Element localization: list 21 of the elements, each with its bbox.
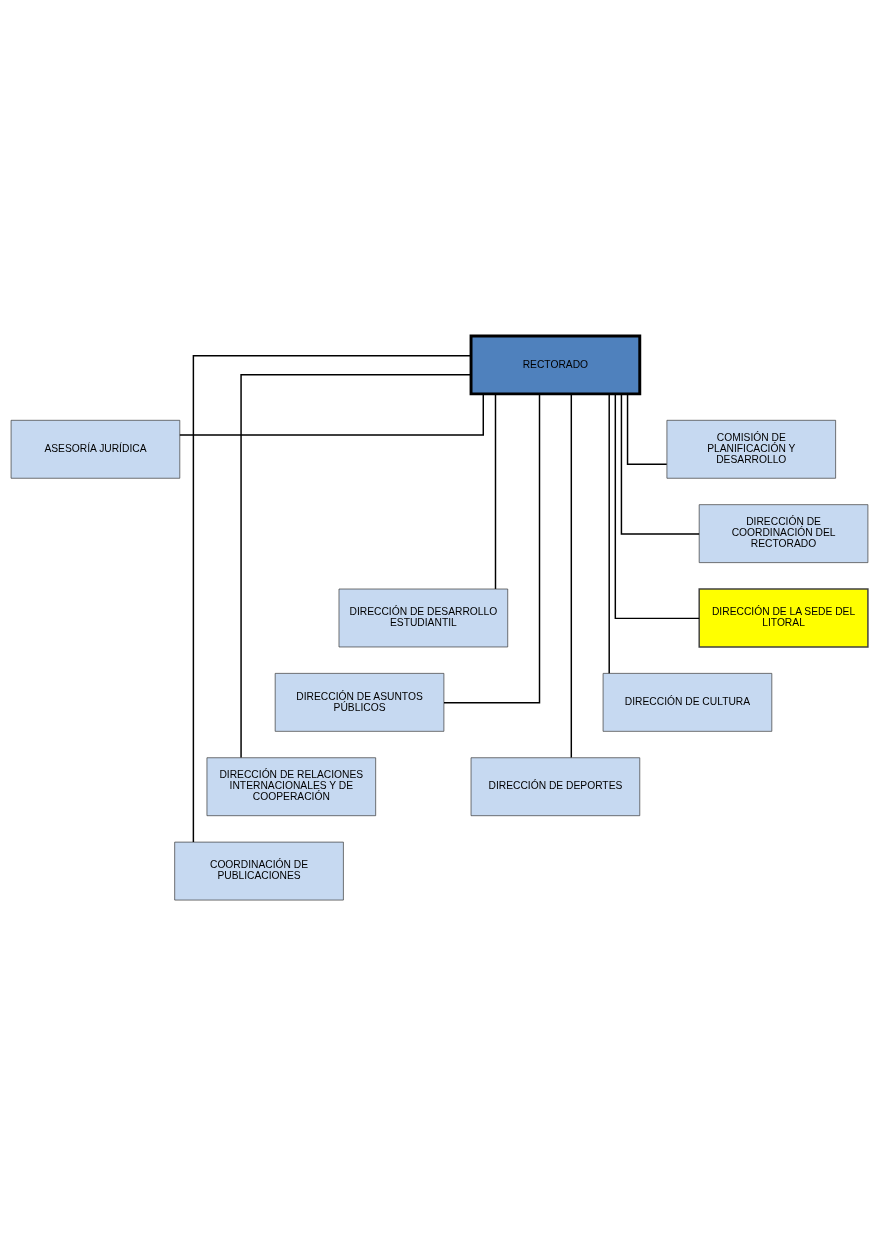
node-box: COMISIÓN DE PLANIFICACIÓN Y DESARROLLO bbox=[666, 419, 836, 479]
connector bbox=[620, 392, 700, 535]
connector bbox=[626, 392, 668, 465]
connector bbox=[240, 373, 472, 758]
node-box: COORDINACIÓN DE PUBLICACIONES bbox=[174, 841, 344, 900]
connector bbox=[614, 392, 700, 619]
connector bbox=[494, 392, 497, 590]
node-box: DIRECCIÓN DE LA SEDE DEL LITORAL bbox=[698, 587, 869, 648]
connector bbox=[570, 392, 573, 758]
node-box: RECTORADO bbox=[469, 333, 642, 395]
connector bbox=[179, 392, 484, 436]
node-box: DIRECCIÓN DE DEPORTES bbox=[470, 756, 641, 816]
node-box: DIRECCIÓN DE CULTURA bbox=[602, 672, 773, 732]
node-box: DIRECCIÓN DE DESARROLLO ESTUDIANTIL bbox=[338, 588, 509, 647]
connector bbox=[608, 392, 610, 674]
connector bbox=[443, 392, 541, 703]
node-box: DIRECCIÓN DE COORDINACIÓN DEL RECTORADO bbox=[698, 503, 869, 563]
node-box: DIRECCIÓN DE ASUNTOS PÚBLICOS bbox=[274, 672, 445, 732]
node-box: DIRECCIÓN DE RELACIONES INTERNACIONALES Y DE COOPERACIÓN bbox=[206, 756, 377, 816]
node-box: ASESORÍA JURÍDICA bbox=[10, 419, 181, 479]
connector bbox=[192, 354, 472, 843]
